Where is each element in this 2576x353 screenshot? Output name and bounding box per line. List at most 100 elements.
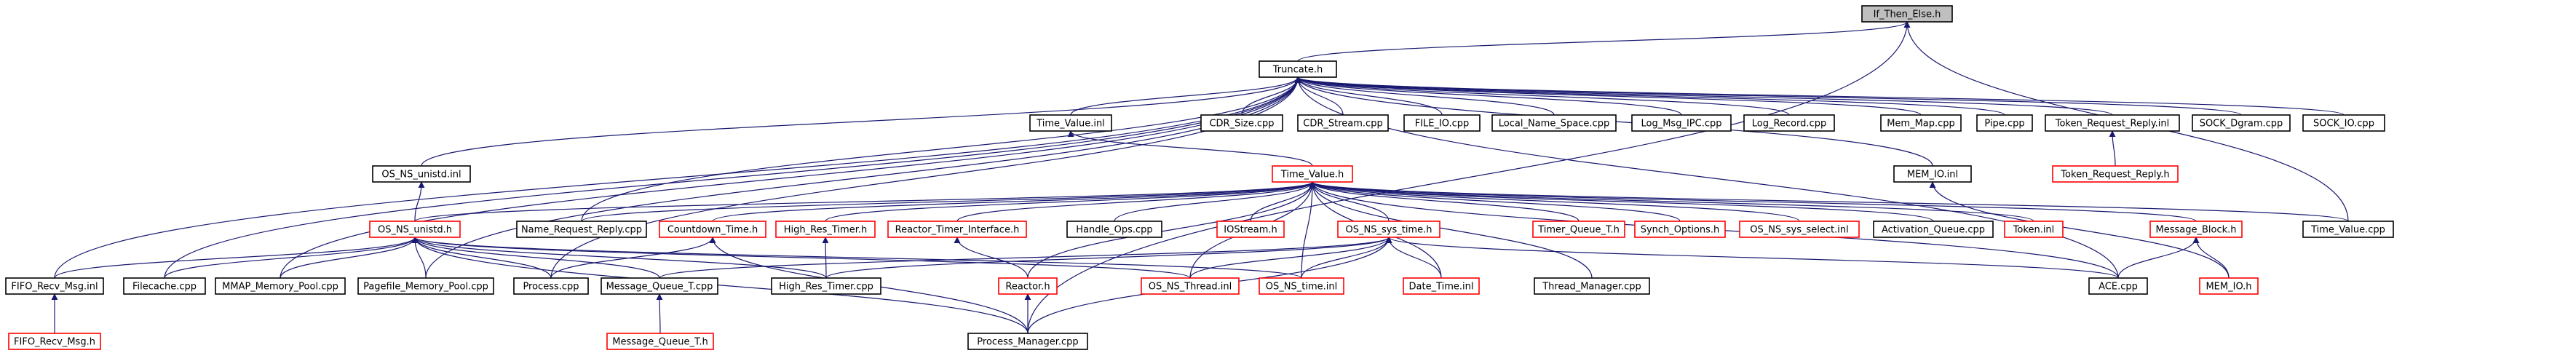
edge-pipe-cpp-to-truncate-h: [1294, 76, 2005, 116]
node-log-msg-ipc-cpp[interactable]: Log_Msg_IPC.cpp: [1631, 114, 1732, 132]
edge-message-queue-t-h-to-message-queue-t-cpp: [656, 293, 663, 334]
node-os-ns-time-inl[interactable]: OS_NS_time.inl: [1259, 277, 1344, 295]
node-os-ns-thread-inl[interactable]: OS_NS_Thread.inl: [1141, 277, 1240, 295]
node-filecache-cpp[interactable]: Filecache.cpp: [123, 277, 206, 295]
node-os-ns-unistd-h[interactable]: OS_NS_unistd.h: [369, 221, 461, 238]
node-token-inl[interactable]: Token.inl: [2004, 221, 2064, 238]
node-label: Filecache.cpp: [132, 282, 197, 293]
edge-local-name-space-cpp-to-truncate-h: [1294, 76, 1555, 116]
edge-date-time-inl-to-os-ns-sys-time-h: [1385, 237, 1442, 279]
node-sock-io-cpp[interactable]: SOCK_IO.cpp: [2302, 114, 2385, 132]
edge-activation-queue-cpp-to-time-value-h: [1309, 181, 1934, 222]
node-cdr-stream-cpp[interactable]: CDR_Stream.cpp: [1297, 114, 1389, 132]
node-box: [887, 221, 1027, 238]
edge-ace-cpp-to-os-ns-sys-time-h: [1385, 237, 2119, 279]
node-label: FILE_IO.cpp: [1415, 119, 1470, 130]
node-label: OS_NS_sys_time.h: [1346, 225, 1432, 236]
node-iostream-h[interactable]: IOStream.h: [1216, 221, 1285, 238]
edge-os-ns-unistd-h-to-time-value-h: [414, 181, 1316, 222]
node-mmap-memory-pool-cpp[interactable]: MMAP_Memory_Pool.cpp: [215, 277, 346, 295]
node-name-request-reply-cpp[interactable]: Name_Request_Reply.cpp: [516, 221, 647, 238]
node-message-queue-t-h[interactable]: Message_Queue_T.h: [606, 333, 714, 350]
edge-time-value-cpp-to-time-value-h: [1309, 181, 2349, 222]
node-box: [659, 221, 766, 238]
node-box: [1403, 114, 1481, 132]
node-label: MEM_IO.h: [2206, 282, 2251, 293]
node-box: [2045, 114, 2180, 132]
node-label: Process_Manager.cpp: [977, 337, 1078, 348]
node-label: CDR_Stream.cpp: [1303, 119, 1382, 130]
node-reactor-timer-interface-h[interactable]: Reactor_Timer_Interface.h: [887, 221, 1027, 238]
node-activation-queue-cpp[interactable]: Activation_Queue.cpp: [1873, 221, 1994, 238]
node-label: Date_Time.inl: [1409, 282, 1474, 293]
node-os-ns-sys-select-inl[interactable]: OS_NS_sys_select.inl: [1739, 221, 1860, 238]
node-ace-cpp[interactable]: ACE.cpp: [2088, 277, 2148, 295]
node-message-queue-t-cpp[interactable]: Message_Queue_T.cpp: [601, 277, 718, 295]
node-mem-io-h[interactable]: MEM_IO.h: [2199, 277, 2259, 295]
node-process-cpp[interactable]: Process.cpp: [513, 277, 589, 295]
node-box: [1532, 221, 1625, 238]
node-timer-queue-t-h[interactable]: Timer_Queue_T.h: [1532, 221, 1625, 238]
node-if-then-else-h[interactable]: If_Then_Else.h: [1861, 5, 1953, 23]
node-process-manager-cpp[interactable]: Process_Manager.cpp: [967, 333, 1088, 350]
node-box: [513, 277, 589, 295]
node-box: [8, 333, 101, 350]
node-box: [1880, 114, 1962, 132]
node-label: Message_Block.h: [2155, 225, 2236, 236]
edge-os-ns-thread-inl-to-os-ns-sys-time-h: [1189, 237, 1392, 279]
node-label: If_Then_Else.h: [1874, 9, 1941, 20]
node-mem-map-cpp[interactable]: Mem_Map.cpp: [1880, 114, 1962, 132]
node-time-value-h[interactable]: Time_Value.h: [1272, 165, 1353, 183]
node-time-value-inl[interactable]: Time_Value.inl: [1029, 114, 1112, 132]
node-label: Message_Queue_T.h: [612, 337, 708, 348]
node-truncate-h[interactable]: Truncate.h: [1259, 60, 1337, 78]
node-os-ns-unistd-inl[interactable]: OS_NS_unistd.inl: [372, 165, 471, 183]
node-local-name-space-cpp[interactable]: Local_Name_Space.cpp: [1491, 114, 1617, 132]
node-pagefile-memory-pool-cpp[interactable]: Pagefile_Memory_Pool.cpp: [357, 277, 494, 295]
node-countdown-time-h[interactable]: Countdown_Time.h: [659, 221, 766, 238]
node-box: [2052, 165, 2179, 183]
node-token-request-reply-h[interactable]: Token_Request_Reply.h: [2052, 165, 2179, 183]
node-fifo-recv-msg-inl[interactable]: FIFO_Recv_Msg.inl: [5, 277, 104, 295]
node-high-res-timer-cpp[interactable]: High_Res_Timer.cpp: [771, 277, 881, 295]
node-synch-options-h[interactable]: Synch_Options.h: [1634, 221, 1726, 238]
node-label: Pagefile_Memory_Pool.cpp: [363, 282, 488, 293]
edge-high-res-timer-cpp-to-high-res-timer-h: [822, 237, 829, 279]
node-mem-io-inl[interactable]: MEM_IO.inl: [1893, 165, 1972, 183]
node-date-time-inl[interactable]: Date_Time.inl: [1403, 277, 1480, 295]
node-label: Token.inl: [2013, 225, 2055, 236]
node-cdr-size-cpp[interactable]: CDR_Size.cpp: [1200, 114, 1283, 132]
node-file-io-cpp[interactable]: FILE_IO.cpp: [1403, 114, 1481, 132]
node-label: Token_Request_Reply.inl: [2055, 119, 2170, 130]
edge-synch-options-h-to-time-value-h: [1309, 181, 1681, 222]
node-high-res-timer-h[interactable]: High_Res_Timer.h: [775, 221, 876, 238]
node-fifo-recv-msg-h[interactable]: FIFO_Recv_Msg.h: [8, 333, 101, 350]
edge-log-msg-ipc-cpp-to-truncate-h: [1294, 76, 1682, 116]
node-sock-dgram-cpp[interactable]: SOCK_Dgram.cpp: [2192, 114, 2291, 132]
node-thread-manager-cpp[interactable]: Thread_Manager.cpp: [1534, 277, 1650, 295]
node-box: [1272, 165, 1353, 183]
node-box: [1297, 114, 1389, 132]
edge-timer-queue-t-h-to-time-value-h: [1309, 181, 1580, 222]
edge-os-ns-thread-inl-to-os-ns-unistd-h: [411, 237, 1191, 279]
node-pipe-cpp[interactable]: Pipe.cpp: [1976, 114, 2033, 132]
edge-name-request-reply-cpp-to-truncate-h: [581, 76, 1301, 222]
node-box: [1861, 5, 1953, 23]
node-box: [516, 221, 647, 238]
node-os-ns-sys-time-h[interactable]: OS_NS_sys_time.h: [1337, 221, 1440, 238]
node-label: MMAP_Memory_Pool.cpp: [222, 282, 338, 293]
node-label: SOCK_IO.cpp: [2313, 119, 2374, 130]
node-time-value-cpp[interactable]: Time_Value.cpp: [2302, 221, 2394, 238]
edge-ace-cpp-to-truncate-h: [1294, 76, 2119, 279]
node-box: [1029, 114, 1112, 132]
node-box: [1893, 165, 1972, 183]
node-token-request-reply-inl[interactable]: Token_Request_Reply.inl: [2045, 114, 2180, 132]
node-reactor-h[interactable]: Reactor.h: [998, 277, 1058, 295]
node-box: [1491, 114, 1617, 132]
node-label: Mem_Map.cpp: [1887, 119, 1955, 130]
node-log-record-cpp[interactable]: Log_Record.cpp: [1743, 114, 1835, 132]
node-label: Message_Queue_T.cpp: [606, 282, 713, 293]
node-message-block-h[interactable]: Message_Block.h: [2149, 221, 2243, 238]
node-handle-ops-cpp[interactable]: Handle_Ops.cpp: [1066, 221, 1162, 238]
